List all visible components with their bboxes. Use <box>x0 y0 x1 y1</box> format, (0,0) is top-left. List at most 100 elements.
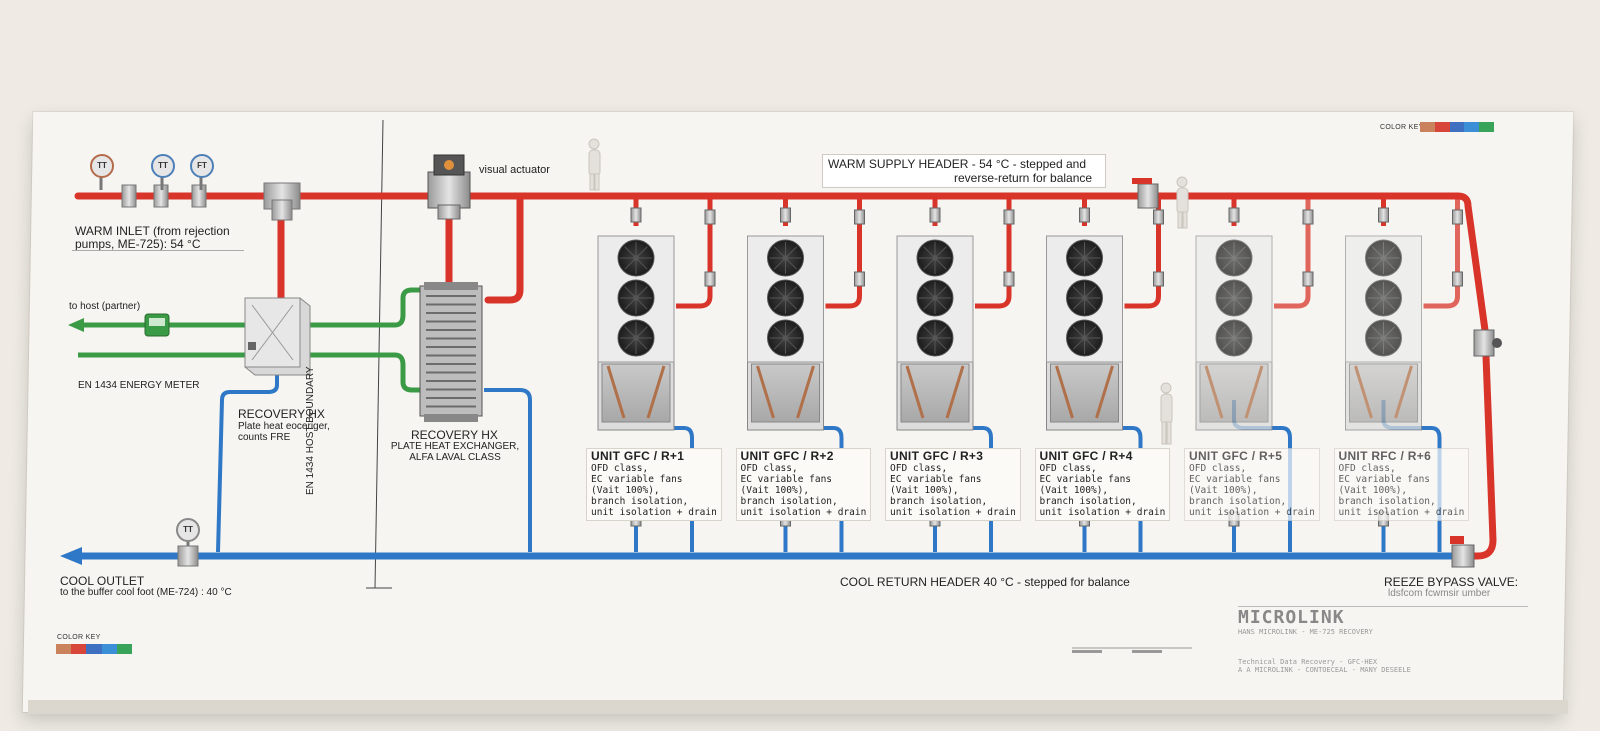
unit-desc-line: unit isolation + drain <box>890 507 1016 518</box>
right-valve <box>1473 329 1502 357</box>
fan-blade <box>624 286 648 310</box>
branch-valve <box>1452 209 1463 225</box>
unit-title: UNIT RFC / R+6 <box>1338 449 1432 463</box>
branch-valve <box>854 209 865 225</box>
color-key-bottom <box>56 644 133 654</box>
unit-desc-line: EC variable fans <box>591 474 683 485</box>
fan-blade <box>923 286 947 310</box>
unit-desc-line: branch isolation, <box>591 496 689 507</box>
warm-supply-subtitle: reverse-return for balance <box>954 171 1093 185</box>
unit-desc-line: OFD class, <box>591 463 649 474</box>
unit-desc-line: (Vait 100%), <box>1338 485 1408 496</box>
coil-tube <box>606 365 626 419</box>
coil-tube <box>1394 365 1413 419</box>
cooler-unit <box>1345 235 1422 431</box>
unit-desc-line: unit isolation + drain <box>1039 507 1166 518</box>
branch-valve <box>854 271 865 287</box>
unit-desc-line: unit isolation + drain <box>1338 507 1465 518</box>
fan-blade <box>1072 286 1097 310</box>
warm-inlet-subtitle: pumps, ME-725): 54 °C <box>75 237 201 251</box>
color-key-top <box>1420 122 1494 132</box>
inlet-fittings <box>99 176 301 221</box>
flow-transmitter-icon: FT <box>190 154 214 178</box>
temperature-transmitter-icon: TT <box>90 154 114 178</box>
unit-desc-line: branch isolation, <box>1338 496 1436 507</box>
unit-title: UNIT GFC / R+5 <box>1189 449 1283 463</box>
cool-outlet-desc: to the buffer cool foot (ME-724) : 40 °C <box>60 587 232 598</box>
unit-desc-line: (Vait 100%), <box>591 485 660 496</box>
unit-desc-line: OFD class, <box>740 463 798 474</box>
color-key-bottom-label: COLOR KEY <box>57 634 101 641</box>
branch-valve <box>704 209 716 225</box>
branch-valve <box>1378 207 1389 223</box>
title-block-line3: A A MICROLINK - CONTOECEAL - MANY DESEEL… <box>1238 666 1411 674</box>
branch-valve <box>1302 209 1314 225</box>
recovery-hx-left-desc: Plate heat eoceriger, counts FRE <box>238 421 330 443</box>
title-block: MICROLINK HANS MICROLINK - ME-725 RECOVE… <box>1238 606 1528 681</box>
recovery-hx-right-line1: PLATE HEAT EXCHANGER, <box>390 441 520 452</box>
title-block-line1: HANS MICROLINK - ME-725 RECOVERY <box>1238 628 1373 636</box>
cooler-unit <box>1195 235 1273 431</box>
color-key-swatch <box>1420 122 1435 132</box>
warm-branch-return <box>1423 199 1460 309</box>
warm-inlet-underline <box>72 250 244 251</box>
unit-desc-line: EC variable fans <box>1039 474 1132 485</box>
branch-valve <box>1452 271 1463 287</box>
fan-blade <box>1371 286 1396 310</box>
freeze-bypass-valve <box>1450 536 1475 568</box>
scale-bar <box>1072 647 1192 653</box>
warm-inlet-label: WARM INLET (from rejection pumps, ME-725… <box>75 225 230 251</box>
coil-tube <box>1095 365 1114 419</box>
temperature-transmitter-icon: TT <box>176 518 200 542</box>
coil-tube <box>1244 365 1264 419</box>
cool-outlet-title: COOL OUTLET <box>60 574 145 588</box>
to-host-label: to host (partner) <box>69 301 141 312</box>
coil-tube <box>646 365 666 419</box>
warm-branch-return <box>975 199 1012 309</box>
unit-desc-line: branch isolation, <box>740 496 838 507</box>
color-key-swatch <box>71 644 87 654</box>
cool-return-header-label: COOL RETURN HEADER 40 °C - stepped for b… <box>840 575 1130 589</box>
unit-desc-line: EC variable fans <box>890 474 982 485</box>
unit-desc-line: unit isolation + drain <box>740 507 867 518</box>
fan-blade <box>773 246 798 270</box>
color-key-swatch <box>1449 122 1465 132</box>
fan-blade <box>1222 326 1246 350</box>
warm-branch-return <box>1274 199 1311 309</box>
board-edge <box>28 700 1568 714</box>
branch-valve <box>1003 271 1015 287</box>
recovery-hx-left-line2: counts FRE <box>238 432 291 443</box>
color-key-swatch <box>86 644 102 654</box>
energy-meter <box>144 313 170 337</box>
host-boundary-label: EN 1434 HOST BOUNDARY <box>305 366 316 495</box>
cooler-unit <box>597 235 675 431</box>
unit-desc-line: (Vait 100%), <box>1039 485 1109 496</box>
actuator-valve <box>427 154 471 220</box>
hx-plates <box>426 295 476 408</box>
recovery-hx-left-title: RECOVERY HX <box>238 407 325 421</box>
cool-outlet-arrow <box>60 547 82 565</box>
recovery-hx-left-line1: Plate heat eoceriger, <box>238 421 330 432</box>
branch-valve <box>704 271 716 287</box>
fan-blade <box>923 326 947 350</box>
unit-desc-line: unit isolation + drain <box>1189 507 1315 518</box>
warm-branch-return <box>825 199 862 309</box>
branch-valve <box>1003 209 1015 225</box>
unit-desc-line: unit isolation + drain <box>591 507 717 518</box>
fan-blade <box>773 326 798 350</box>
header-valve <box>1132 178 1159 209</box>
cooler-unit <box>1046 235 1123 431</box>
warm-inlet-title: WARM INLET (from rejection <box>75 224 230 238</box>
coil-tube <box>796 365 815 419</box>
branch-valve <box>780 207 791 223</box>
branch-valve <box>1302 271 1314 287</box>
recovery-hx-right-line2: ALFA LAVAL CLASS <box>409 452 501 463</box>
warm-supply-header-label: WARM SUPPLY HEADER - 54 °C - stepped and… <box>822 154 1106 188</box>
color-key-swatch <box>101 644 117 654</box>
